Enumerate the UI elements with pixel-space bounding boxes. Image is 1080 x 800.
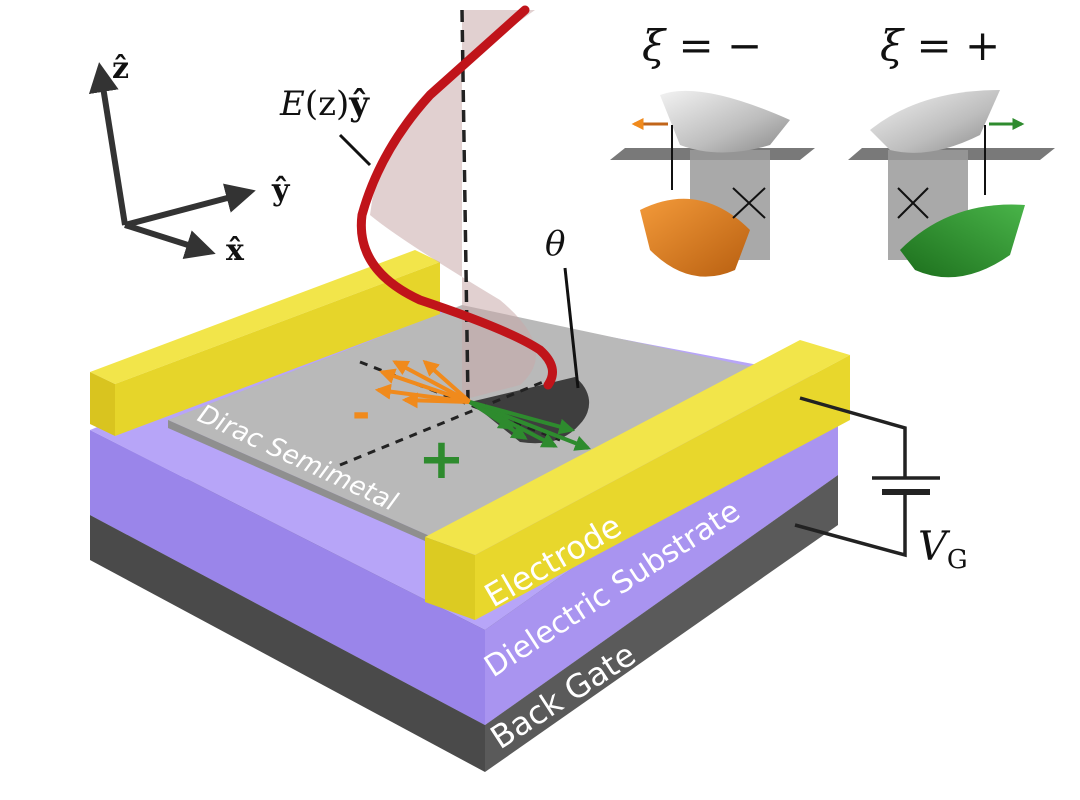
valley-minus-label: ξ = −	[642, 21, 762, 70]
right-electrode	[425, 340, 850, 620]
in-plane-axis-b	[339, 373, 561, 467]
x-axis-label: x̂	[226, 233, 245, 268]
minus-valley-arrows	[374, 359, 472, 409]
plus-valley-arrows	[468, 400, 591, 451]
valley-minus-cone	[610, 90, 815, 277]
z-axis-label: ẑ	[112, 51, 129, 86]
coordinate-axes	[88, 62, 256, 260]
theta-pointer	[563, 267, 580, 389]
theta-label: θ	[545, 224, 565, 264]
left-electrode	[90, 250, 440, 436]
field-plane	[370, 10, 536, 400]
field-label: E(z)ŷ	[279, 84, 370, 124]
valley-plus-label: ξ = +	[880, 21, 1000, 70]
y-axis-label: ŷ	[271, 173, 291, 208]
plus-charge: +	[418, 427, 465, 492]
e-field-wave	[356, 5, 557, 390]
propagation-axis	[460, 9, 470, 401]
semimetal-sheet	[168, 305, 790, 552]
valley-plus-cone	[848, 90, 1055, 278]
field-label-pointer	[338, 133, 372, 167]
minus-charge: -	[352, 388, 370, 439]
voltage-label: VG	[918, 524, 968, 575]
gate-circuit	[794, 396, 940, 558]
